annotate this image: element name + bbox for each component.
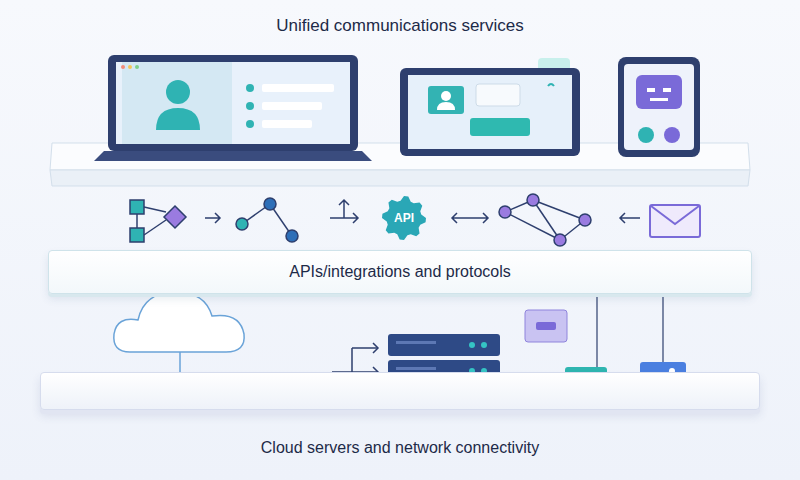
phone-icon (618, 57, 700, 157)
envelope-icon (650, 205, 700, 237)
network-icon (236, 198, 298, 242)
tablet-icon (400, 58, 580, 156)
layer-band: Cloud servers and network connectivity (40, 372, 760, 410)
node-text: APIs/integrations and protocols (289, 263, 510, 281)
layer-band: APIs/integrations and protocols (48, 250, 752, 294)
laptop-icon (94, 55, 372, 161)
node-text: Cloud servers and network connectivity (41, 439, 759, 457)
diagram-title: Unified communications services (0, 16, 800, 36)
flowchart-icon (130, 200, 186, 242)
network-icon (499, 194, 591, 246)
api-gear: API (381, 195, 427, 241)
node-text: API (394, 211, 414, 225)
